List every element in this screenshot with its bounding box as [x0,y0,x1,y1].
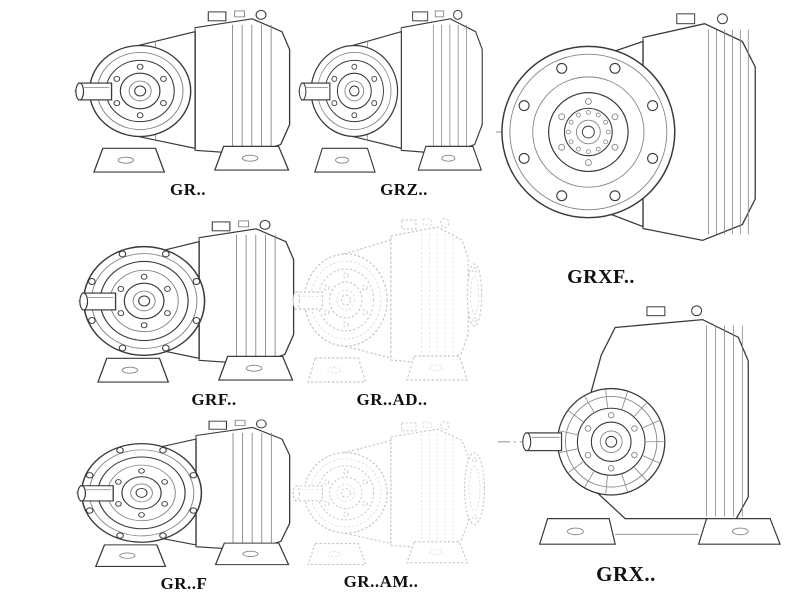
figure-gr: GR.. [72,4,294,200]
gearbox-drawing-gr-ad [291,218,483,383]
figure-grz: GRZ.. [296,4,486,200]
figure-label-grf: GRF.. [191,390,237,409]
figure-label-grxf: GRXF.. [567,266,635,288]
gearbox-drawing-gr-f [76,419,291,567]
figure-grf: GRF.. [76,214,298,410]
figure-label-gr: GR.. [170,180,206,199]
figure-gr-f: GR..F [74,414,294,594]
gearbox-drawing-gr-am [291,421,485,566]
figure-label-grx: GRX.. [596,562,656,586]
figure-gr-am: GR..AM.. [290,416,488,592]
gearbox-drawing-grz [297,9,483,173]
figure-label-gr-ad: GR..AD.. [356,390,428,409]
figure-grx: GRX.. [492,294,790,587]
gearbox-drawing-grx [497,305,781,545]
figure-gr-ad: GR..AD.. [290,212,488,410]
gearbox-drawing-grf [78,219,295,383]
figure-label-grz: GRZ.. [380,180,428,199]
gearbox-drawing-grxf [495,13,756,242]
gearbox-drawing-gr [74,9,291,173]
figure-grxf: GRXF.. [492,4,790,289]
figure-label-gr-f: GR..F [160,574,208,593]
figure-label-gr-am: GR..AM.. [343,572,419,591]
